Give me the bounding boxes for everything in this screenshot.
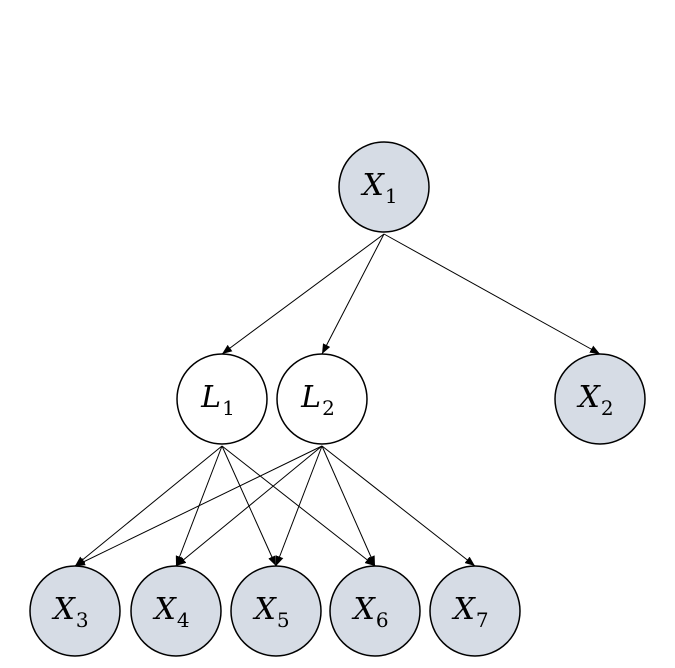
node-label: X7 xyxy=(451,592,488,632)
node-x7: X7 xyxy=(429,565,521,657)
node-x2: X2 xyxy=(554,353,646,445)
node-x1: X1 xyxy=(338,141,430,233)
node-label-subscript: 7 xyxy=(476,608,489,632)
node-x6: X6 xyxy=(329,565,421,657)
node-x3: X3 xyxy=(29,565,121,657)
node-x4: X4 xyxy=(130,565,222,657)
node-label-subscript: 5 xyxy=(277,608,290,632)
node-label-subscript: 1 xyxy=(385,184,398,208)
node-label-subscript: 3 xyxy=(76,608,89,632)
edge-l2-to-x5 xyxy=(275,445,323,567)
edge-x1-to-l2 xyxy=(321,233,385,355)
node-label-subscript: 6 xyxy=(376,608,389,632)
node-label: X1 xyxy=(360,168,397,208)
node-circle xyxy=(429,565,521,657)
edges xyxy=(74,233,601,567)
node-label: X6 xyxy=(351,592,388,632)
node-circle xyxy=(276,353,368,445)
node-label-subscript: 1 xyxy=(222,396,235,420)
node-label-base: L xyxy=(300,380,321,415)
edge-x1-to-x2 xyxy=(383,233,601,355)
node-label-base: X xyxy=(451,592,476,627)
node-label-base: X xyxy=(252,592,277,627)
node-circle xyxy=(176,353,268,445)
node-label-base: X xyxy=(360,168,385,203)
node-label: X2 xyxy=(576,380,613,420)
edge-x1-to-l1 xyxy=(221,233,385,355)
edge-l1-to-x3 xyxy=(74,445,223,567)
node-label-base: X xyxy=(51,592,76,627)
node-circle xyxy=(130,565,222,657)
node-circle xyxy=(29,565,121,657)
node-label: X5 xyxy=(252,592,289,632)
node-circle xyxy=(338,141,430,233)
node-label-base: L xyxy=(200,380,221,415)
node-circle xyxy=(329,565,421,657)
node-label: X4 xyxy=(152,592,189,632)
edge-l2-to-x4 xyxy=(175,445,323,567)
node-label-base: X xyxy=(576,380,601,415)
node-x5: X5 xyxy=(230,565,322,657)
node-label-subscript: 2 xyxy=(322,396,335,420)
node-l1: L1 xyxy=(176,353,268,445)
node-circle xyxy=(554,353,646,445)
node-label-base: X xyxy=(152,592,177,627)
edge-l2-to-x7 xyxy=(321,445,476,567)
node-label: L2 xyxy=(300,380,335,420)
node-label-subscript: 4 xyxy=(177,608,190,632)
node-label-base: X xyxy=(351,592,376,627)
edge-l2-to-x6 xyxy=(321,445,376,567)
node-label: X3 xyxy=(51,592,88,632)
edge-l2-to-x3 xyxy=(74,445,323,567)
node-circle xyxy=(230,565,322,657)
node-l2: L2 xyxy=(276,353,368,445)
node-label-subscript: 2 xyxy=(601,396,614,420)
node-label: L1 xyxy=(200,380,235,420)
